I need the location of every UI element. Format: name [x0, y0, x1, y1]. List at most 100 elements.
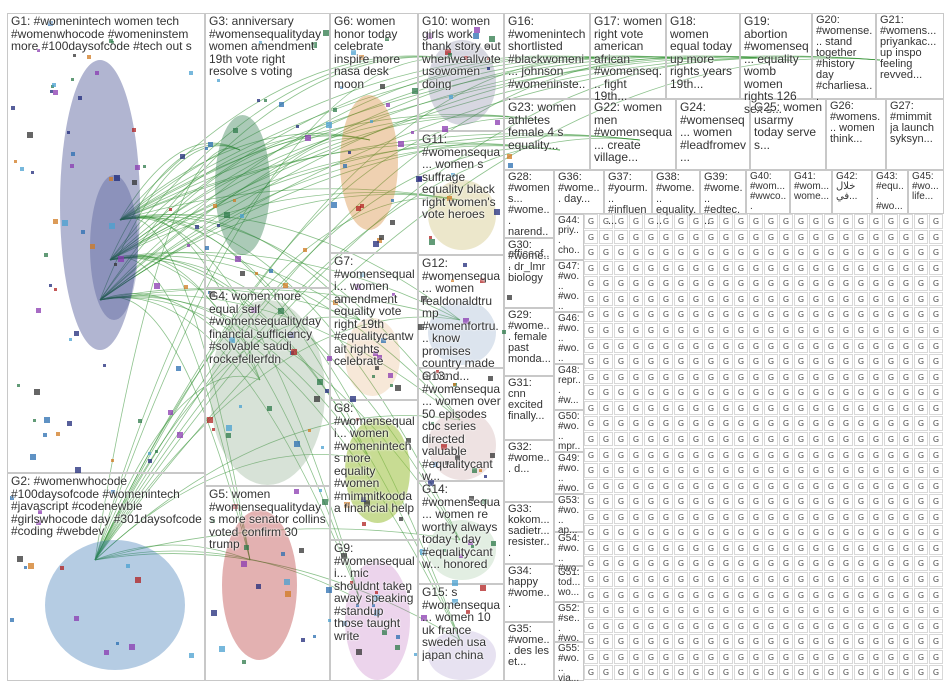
- edge-46: [99, 297, 361, 601]
- node-marker: [454, 455, 460, 461]
- mini-group-cell: G: [779, 603, 793, 618]
- group-box-g42: G42: خلال في...: [832, 170, 872, 214]
- node-marker: [189, 652, 195, 658]
- mini-group-cell: G: [824, 229, 838, 245]
- mini-group-cell: G: [764, 665, 778, 680]
- mini-group-cell: G: [614, 291, 628, 307]
- mini-group-cell: G: [599, 494, 613, 509]
- node-marker: [77, 96, 82, 101]
- group-box-g17: G17: women right vote american african #…: [590, 13, 666, 102]
- node-marker: [385, 103, 390, 108]
- mini-group-cell: G: [869, 587, 883, 603]
- node-marker: [483, 474, 487, 478]
- mini-group-cell: G: [704, 276, 718, 291]
- mini-group-cell: G: [854, 509, 868, 525]
- mini-group-cell: G: [929, 572, 943, 587]
- node-marker: [218, 646, 225, 653]
- mini-group-cell: G: [824, 260, 838, 276]
- mini-group-cell: G: [704, 463, 718, 478]
- mini-group-cell: G: [824, 354, 838, 369]
- mini-group-cell: G: [719, 634, 733, 649]
- node-marker: [143, 164, 147, 168]
- mini-group-cell: G: [809, 665, 823, 680]
- node-marker: [26, 132, 33, 139]
- node-marker: [485, 45, 489, 49]
- node-marker: [411, 131, 415, 135]
- mini-group-cell: G: [704, 665, 718, 680]
- group-box-g55: G55: #wo... via...: [554, 642, 584, 684]
- mini-group-cell: G: [764, 572, 778, 587]
- mini-group-cell: G: [824, 618, 838, 634]
- mini-group-cell: G: [584, 509, 598, 525]
- edge-18: [109, 144, 561, 261]
- node-marker: [283, 282, 289, 288]
- node-marker: [225, 424, 232, 431]
- mini-group-cell: G: [734, 354, 748, 369]
- mini-group-cell: G: [914, 603, 928, 618]
- node-marker: [104, 649, 110, 655]
- mini-group-cell: G: [674, 447, 688, 463]
- mini-group-cell: G: [914, 291, 928, 307]
- node-marker: [448, 95, 453, 100]
- mini-group-cell: G: [629, 540, 643, 556]
- mini-group-cell: G: [899, 214, 913, 229]
- mini-group-cell: G: [689, 431, 703, 447]
- edge-53: [99, 115, 541, 301]
- mini-group-cell: G: [584, 603, 598, 618]
- group-label-g37: G37: #yourm... #influen...: [608, 172, 648, 227]
- group-label-g26: G26: #womens... women think...: [830, 101, 881, 145]
- mini-group-cell: G: [614, 494, 628, 509]
- mini-group-cell: G: [929, 634, 943, 649]
- mini-group-cell: G: [734, 665, 748, 680]
- mini-group-cell: G: [749, 214, 763, 229]
- node-marker: [452, 383, 456, 387]
- node-marker: [36, 307, 42, 313]
- node-marker: [473, 33, 480, 40]
- node-marker: [205, 147, 209, 151]
- node-marker: [256, 583, 262, 589]
- mini-group-cell: G: [704, 494, 718, 509]
- mini-group-cell: G: [629, 494, 643, 509]
- group-label-g3: G3: anniversary #womensequalityday women…: [209, 15, 325, 78]
- mini-group-cell: G: [599, 322, 613, 338]
- mini-group-cell: G: [629, 245, 643, 260]
- node-marker: [59, 566, 64, 571]
- node-marker: [55, 432, 60, 437]
- node-marker: [332, 108, 337, 112]
- mini-group-cell: G: [869, 556, 883, 572]
- mini-group-cell: G: [884, 431, 898, 447]
- node-marker: [216, 224, 220, 228]
- mini-group-cell: G: [809, 400, 823, 416]
- mini-group-cell: G: [899, 229, 913, 245]
- edge-0: [109, 144, 241, 261]
- node-marker: [489, 36, 496, 43]
- mini-group-cell: G: [704, 214, 718, 229]
- mini-group-cell: G: [584, 431, 598, 447]
- node-marker: [463, 317, 470, 324]
- mini-group-cell: G: [659, 447, 673, 463]
- mini-group-cell: G: [884, 603, 898, 618]
- mini-group-cell: G: [644, 665, 658, 680]
- edge-52: [99, 297, 461, 641]
- mini-group-cell: G: [704, 587, 718, 603]
- group-box-g3: G3: anniversary #womensequalityday women…: [205, 13, 330, 288]
- mini-group-cell: G: [599, 229, 613, 245]
- g9-node-cluster: [345, 560, 410, 680]
- g14-node-cluster: [428, 520, 496, 580]
- mini-group-cell: G: [884, 509, 898, 525]
- node-marker: [348, 150, 352, 154]
- mini-group-cell: G: [809, 634, 823, 649]
- node-marker: [14, 160, 18, 164]
- mini-group-cell: G: [599, 447, 613, 463]
- mini-group-cell: G: [674, 603, 688, 618]
- mini-group-cell: G: [914, 447, 928, 463]
- node-marker: [445, 460, 450, 465]
- mini-group-cell: G: [689, 447, 703, 463]
- mini-group-cell: G: [584, 494, 598, 509]
- mini-group-cell: G: [599, 369, 613, 385]
- node-marker: [115, 641, 119, 645]
- mini-group-cell: G: [809, 556, 823, 572]
- mini-group-cell: G: [614, 603, 628, 618]
- mini-group-cell: G: [854, 385, 868, 400]
- mini-group-cell: G: [719, 245, 733, 260]
